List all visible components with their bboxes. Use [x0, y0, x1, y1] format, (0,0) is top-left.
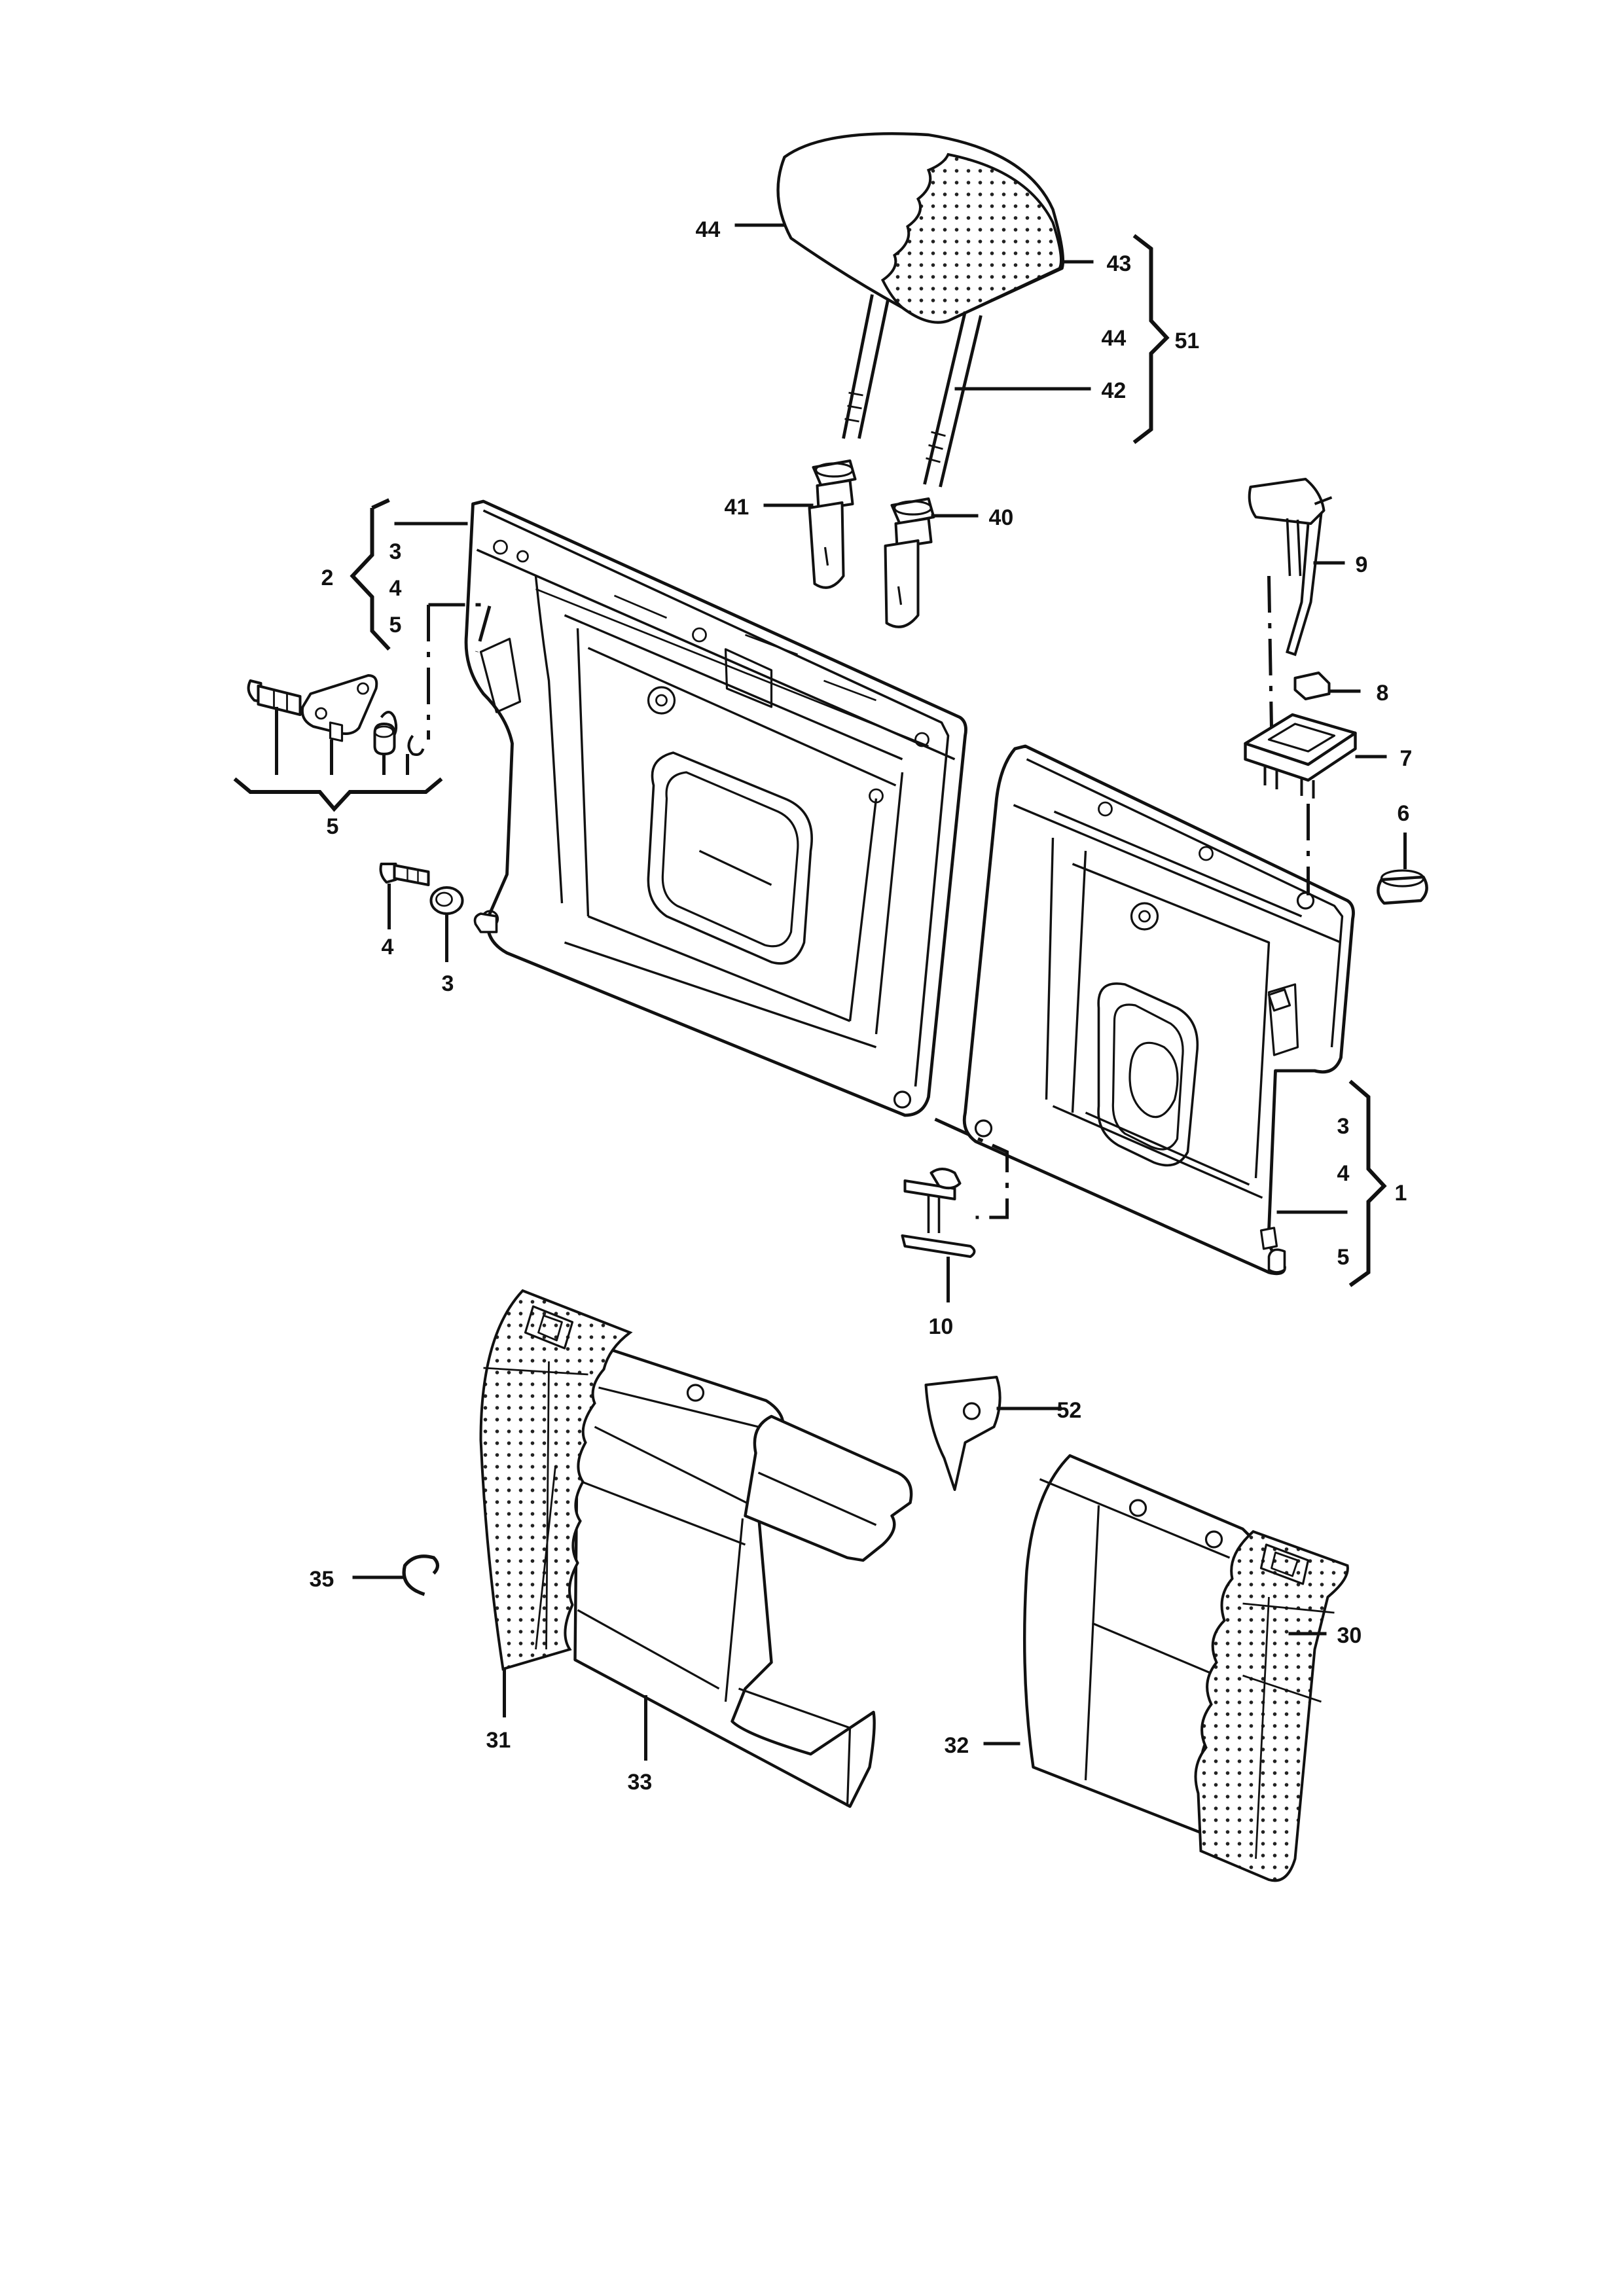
callout-3-left: 3: [442, 971, 454, 996]
callout-43: 43: [1107, 251, 1132, 276]
callout-31: 31: [486, 1728, 511, 1753]
hinge-bracket: [300, 674, 378, 742]
callout-1: 1: [1395, 1181, 1407, 1206]
callout-30: 30: [1337, 1623, 1362, 1648]
callout-3-right: 3: [1337, 1114, 1350, 1139]
hinge-circlip: [407, 734, 425, 756]
callout-4-right: 4: [1337, 1161, 1350, 1186]
callout-44-right: 44: [1102, 326, 1127, 351]
hinge-bolt: [247, 679, 302, 716]
seatback-frame-right: [962, 744, 1355, 1276]
callout-33: 33: [628, 1770, 653, 1795]
cover-left-side-31: [479, 1289, 633, 1671]
callout-5-right: 5: [1337, 1245, 1350, 1270]
headrest: [776, 132, 1065, 488]
bracket-52: [924, 1376, 1001, 1491]
callout-51: 51: [1175, 329, 1200, 353]
retaining-ring-35: [402, 1554, 440, 1596]
callout-40: 40: [989, 505, 1014, 530]
cover-right-side-30: [1194, 1530, 1349, 1882]
leader-lines: [275, 223, 1407, 1761]
callout-10: 10: [929, 1314, 954, 1339]
callout-labels: 44 43 44 51 42 41 40 9 8 7 6 2 3 4 5 5 4…: [310, 217, 1413, 1795]
callout-4-left: 4: [382, 935, 394, 960]
latch-10: [901, 1168, 976, 1258]
callout-6: 6: [1398, 801, 1410, 826]
callout-2: 2: [321, 565, 334, 590]
callout-8: 8: [1377, 681, 1389, 706]
release-clip-8: [1293, 672, 1331, 700]
seatback-frame-left: [464, 499, 967, 1117]
callout-32: 32: [945, 1733, 969, 1758]
callout-9: 9: [1356, 552, 1368, 577]
callout-35: 35: [310, 1567, 334, 1592]
construction-lines: [427, 575, 1310, 1219]
release-bezel-7: [1244, 713, 1357, 798]
pivot-bolt-4: [379, 863, 430, 886]
hinge-bushing: [373, 723, 396, 755]
cover-left-center-33: [573, 1346, 913, 1808]
release-cap-6: [1377, 869, 1428, 905]
callout-3-top: 3: [389, 539, 402, 564]
pivot-washer-3: [429, 886, 464, 915]
callout-5-left: 5: [327, 814, 339, 839]
callout-44-left: 44: [696, 217, 721, 242]
callout-4-top: 4: [389, 576, 402, 601]
callout-7: 7: [1400, 746, 1413, 771]
headrest-guide-40: [884, 497, 935, 628]
callout-5-top: 5: [389, 613, 402, 637]
callout-52: 52: [1057, 1398, 1082, 1423]
callout-41: 41: [725, 495, 749, 520]
braces: [233, 234, 1387, 1287]
release-handle-9: [1248, 478, 1333, 656]
headrest-guide-41: [808, 459, 857, 589]
callout-42: 42: [1102, 378, 1127, 403]
